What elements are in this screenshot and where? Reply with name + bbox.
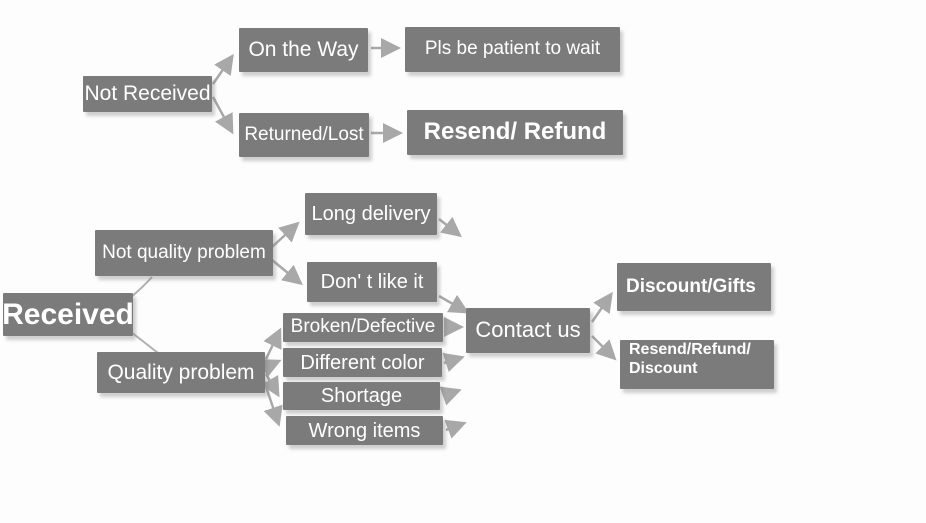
node-quality-problem: Quality problem xyxy=(97,352,265,393)
node-resend-refund-discount-line2: Discount xyxy=(629,360,698,378)
arrow-shortage-contact xyxy=(439,386,462,406)
arrow-notreceived-returned xyxy=(211,96,234,135)
node-shortage: Shortage xyxy=(283,382,440,410)
arrow-contact-resenddiscount xyxy=(591,335,617,361)
arrow-dontlike-contact xyxy=(438,294,470,314)
node-resend-refund-discount-line1: Resend/Refund/ xyxy=(629,341,751,358)
node-not-received: Not Received xyxy=(83,76,212,112)
arrow-different-contact xyxy=(442,352,465,373)
node-contact-us: Contact us xyxy=(466,308,590,353)
arrow-notreceived-ontheway xyxy=(211,53,234,85)
connector-received-quality xyxy=(130,331,159,354)
node-wrong-items: Wrong items xyxy=(286,416,443,445)
node-different-color: Different color xyxy=(283,348,442,377)
node-long-delivery: Long delivery xyxy=(305,193,437,235)
node-resend-refund-discount: Resend/Refund/ Discount xyxy=(620,340,774,389)
arrow-quality-broken xyxy=(263,327,282,360)
arrow-wrongitems-contact xyxy=(444,419,467,439)
node-pls-be-patient: Pls be patient to wait xyxy=(405,27,620,72)
node-broken-defective: Broken/Defective xyxy=(283,313,443,342)
arrow-quality-shortage xyxy=(260,373,280,398)
node-on-the-way: On the Way xyxy=(239,28,368,72)
node-resend-refund: Resend/ Refund xyxy=(407,110,623,155)
node-not-quality-problem: Not quality problem xyxy=(95,230,273,276)
arrow-contact-discountgifts xyxy=(590,291,613,323)
node-dont-like-it: Don' t like it xyxy=(307,262,437,302)
arrow-quality-wrongitems xyxy=(262,380,283,427)
node-discount-gifts: Discount/Gifts xyxy=(617,263,771,311)
arrow-longdelivery-contact xyxy=(438,216,462,238)
node-returned-lost: Returned/Lost xyxy=(239,113,369,157)
arrow-quality-different xyxy=(259,359,282,378)
connector-received-notquality xyxy=(129,276,153,299)
arrow-notquality-dontlike xyxy=(271,259,303,286)
node-received: Received xyxy=(2,293,134,336)
arrow-notquality-longdelivery xyxy=(271,221,300,248)
